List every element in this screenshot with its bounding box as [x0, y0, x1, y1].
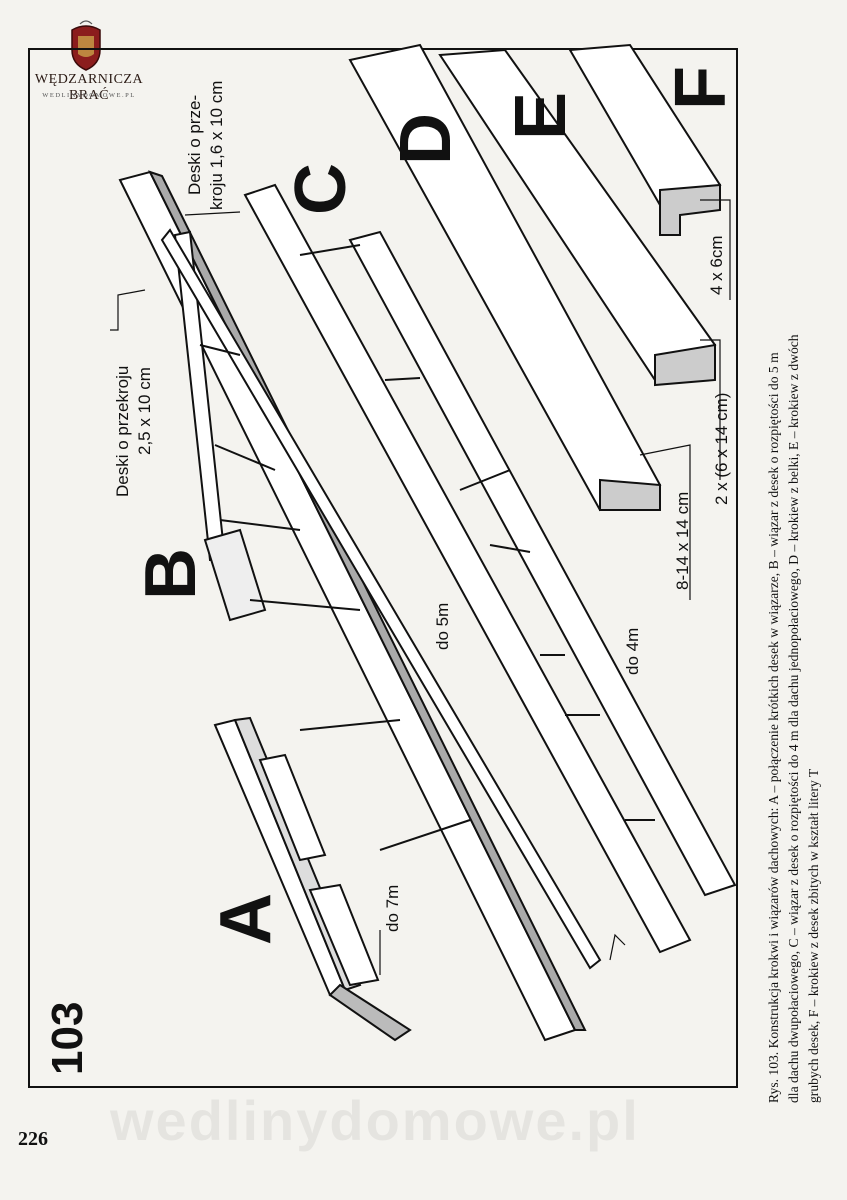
- caption-line-2: dla dachu dwupołaciowego, C – wiązar z d…: [786, 334, 801, 1103]
- label-do7m: do 7m: [383, 885, 402, 932]
- figure-frame: [28, 48, 738, 1088]
- figure-number: 103: [43, 1002, 92, 1075]
- truss-c-drawing: [243, 183, 737, 954]
- label-d: D: [386, 113, 466, 165]
- label-dim-e: 2 x (6 x 14 cm): [712, 393, 731, 505]
- caption-line-1: Rys. 103. Konstrukcja krokwi i wiązarów …: [766, 352, 781, 1103]
- label-f: F: [661, 66, 741, 110]
- label-deski-1: Deski o przekroju: [113, 366, 132, 497]
- truss-b-drawing: [118, 170, 602, 1042]
- watermark: wedlinydomowe.pl: [110, 1089, 640, 1152]
- label-b: B: [131, 548, 211, 600]
- beam-f-drawing: [568, 43, 722, 236]
- label-dim-d: 8-14 x 14 cm: [673, 492, 692, 590]
- beam-d-drawing: [348, 43, 662, 512]
- label-c: C: [281, 163, 361, 215]
- page-number: 226: [18, 1128, 48, 1150]
- caption-svg: Rys. 103. Konstrukcja krokwi i wiązarów …: [766, 334, 821, 1103]
- joint-a-drawing: [213, 716, 412, 1042]
- label-do4m: do 4m: [623, 628, 642, 675]
- caption-region: Rys. 103. Konstrukcja krokwi i wiązarów …: [756, 28, 836, 1108]
- label-deski-2a: Deski o prze-: [185, 95, 204, 195]
- logo-title: WĘDZARNICZA BRAĆ: [34, 72, 144, 103]
- beam-e-drawing: [438, 48, 717, 387]
- label-a: A: [206, 893, 286, 945]
- label-deski-2b: kroju 1,6 x 10 cm: [207, 81, 226, 210]
- logo-subtitle: WEDLINYDOMOWE.PL: [42, 92, 136, 99]
- label-do5m: do 5m: [433, 603, 452, 650]
- label-e: E: [501, 92, 581, 140]
- label-dim-f: 4 x 6cm: [707, 235, 726, 295]
- publisher-logo: WĘDZARNICZA BRAĆ WEDLINYDOMOWE.PL: [14, 6, 164, 106]
- caption-line-3: grubych desek, F – krokiew z desek zbity…: [806, 768, 821, 1103]
- label-deski-1-dim: 2,5 x 10 cm: [135, 367, 154, 455]
